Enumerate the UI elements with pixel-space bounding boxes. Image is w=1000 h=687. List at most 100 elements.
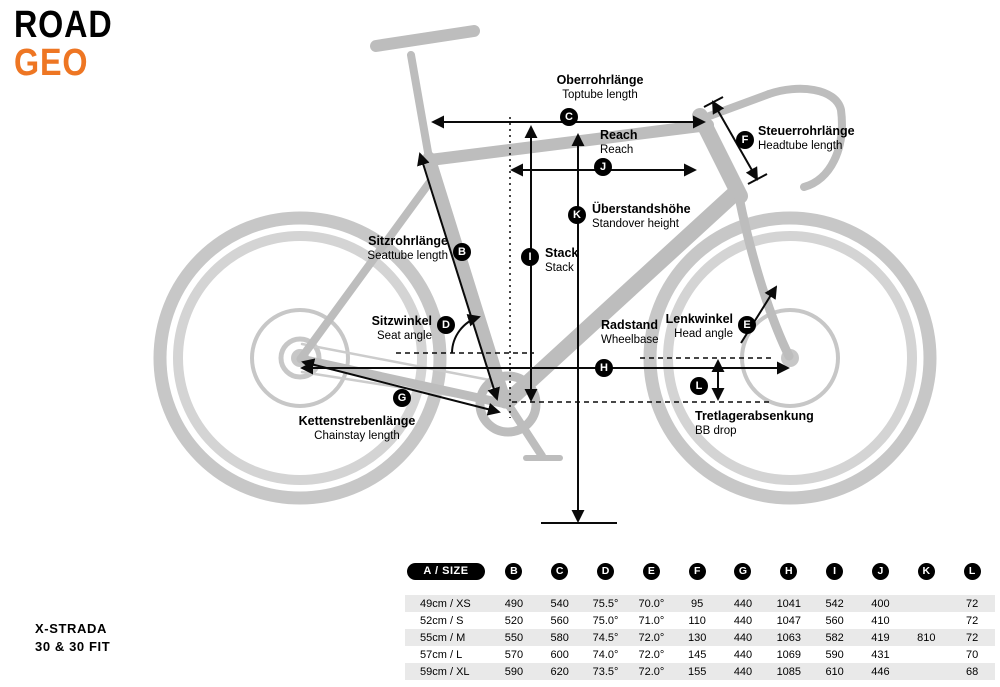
column-letter-badge: G: [734, 562, 752, 580]
label-en: Chainstay length: [314, 430, 400, 443]
label-en: Wheelbase: [601, 334, 659, 347]
column-letter-badge: H: [780, 562, 798, 580]
size-cell: 49cm / XS: [420, 597, 471, 610]
value-cell: 600: [550, 648, 569, 661]
value-cell: 74.0°: [592, 648, 619, 661]
logo-road-text: ROAD: [14, 4, 113, 46]
value-cell: 73.5°: [592, 665, 619, 678]
value-cell: 440: [733, 631, 753, 644]
label-seat-angle: Sitzwinkel Seat angle: [285, 313, 432, 344]
value-cell: 440: [733, 614, 753, 627]
label-en: Stack: [545, 262, 574, 275]
label-de: Radstand: [601, 318, 658, 332]
marker-D: D: [437, 316, 455, 334]
column-letter-badge: J: [871, 562, 889, 580]
value-cell: 550: [504, 631, 524, 644]
brand-logo: ROAD GEO: [14, 6, 113, 82]
value-cell: 540: [550, 597, 569, 610]
value-cell: 440: [733, 597, 753, 610]
label-chainstay-length: Kettenstrebenlänge Chainstay length: [272, 413, 442, 444]
label-en: Seat angle: [377, 330, 432, 343]
marker-K: K: [568, 206, 586, 224]
column-letter-badge: C: [551, 562, 569, 580]
label-de: Sitzrohrlänge: [368, 234, 448, 248]
label-de: Lenkwinkel: [665, 312, 733, 326]
label-en: Standover height: [592, 218, 679, 231]
label-head-angle: Lenkwinkel Head angle: [586, 311, 733, 342]
label-en: Reach: [600, 144, 634, 157]
label-toptube-length: Oberrohrlänge Toptube length: [505, 72, 695, 103]
label-de: Reach: [600, 128, 638, 142]
value-cell: 70: [965, 648, 979, 661]
value-cell: 590: [825, 648, 844, 661]
label-de: Stack: [545, 246, 579, 260]
column-letter-badge: K: [917, 562, 935, 580]
label-stack: Stack Stack: [545, 245, 578, 276]
logo-geo-text: GEO: [14, 42, 89, 84]
model-name: X-STRADA: [35, 621, 107, 636]
value-cell: 1069: [776, 648, 802, 661]
value-cell: 72: [965, 614, 979, 627]
value-cell: 155: [687, 665, 707, 678]
column-letter-badge: E: [642, 562, 660, 580]
size-cell: 59cm / XL: [420, 665, 470, 678]
value-cell: 440: [733, 665, 753, 678]
value-cell: 72.0°: [638, 665, 665, 678]
label-de: Kettenstrebenlänge: [298, 414, 416, 428]
label-de: Sitzwinkel: [371, 314, 432, 328]
value-cell: 75.0°: [592, 614, 619, 627]
geometry-diagram: Oberrohrlänge Toptube length C Reach Rea…: [153, 25, 937, 524]
value-cell: 72: [965, 597, 979, 610]
model-name-block: X-STRADA 30 & 30 FIT: [35, 620, 110, 656]
value-cell: 400: [871, 597, 890, 610]
value-cell: 70.0°: [638, 597, 665, 610]
size-cell: 57cm / L: [420, 648, 463, 661]
label-en: Head angle: [674, 328, 733, 341]
value-cell: 68: [965, 665, 979, 678]
value-cell: 71.0°: [638, 614, 665, 627]
label-en: Headtube length: [758, 140, 843, 153]
value-cell: 542: [825, 597, 844, 610]
bike-geometry-svg: [153, 25, 937, 524]
marker-E: E: [738, 316, 756, 334]
label-de: Tretlagerabsenkung: [695, 409, 814, 423]
value-cell: 560: [825, 614, 844, 627]
value-cell: 72.0°: [638, 631, 665, 644]
marker-L: L: [690, 377, 708, 395]
column-letter-badge: D: [597, 562, 615, 580]
value-cell: 72.0°: [638, 648, 665, 661]
column-letter-badge: I: [826, 562, 844, 580]
value-cell: 620: [550, 665, 569, 678]
value-cell: 520: [504, 614, 524, 627]
label-bb-drop: Tretlagerabsenkung BB drop: [695, 408, 814, 439]
label-seattube-length: Sitzrohrlänge Seattube length: [278, 233, 448, 264]
label-reach: Reach Reach: [600, 127, 638, 158]
value-cell: 590: [504, 665, 524, 678]
value-cell: 582: [825, 631, 844, 644]
value-cell: 75.5°: [592, 597, 619, 610]
label-de: Überstandshöhe: [592, 202, 691, 216]
marker-F: F: [736, 131, 754, 149]
label-standover-height: Überstandshöhe Standover height: [592, 201, 691, 232]
label-wheelbase: Radstand Wheelbase: [601, 317, 659, 348]
size-header-pill: A / SIZE: [407, 562, 485, 580]
value-cell: 1041: [776, 597, 802, 610]
value-cell: 560: [550, 614, 569, 627]
label-en: Toptube length: [562, 89, 638, 102]
size-cell: 52cm / S: [420, 614, 464, 627]
value-cell: 490: [504, 597, 524, 610]
label-en: Seattube length: [367, 250, 448, 263]
value-cell: 72: [965, 631, 979, 644]
value-cell: 440: [733, 648, 753, 661]
value-cell: 810: [917, 631, 936, 644]
value-cell: 446: [871, 665, 890, 678]
marker-B: B: [453, 243, 471, 261]
column-letter-badge: L: [963, 562, 981, 580]
value-cell: 570: [504, 648, 524, 661]
